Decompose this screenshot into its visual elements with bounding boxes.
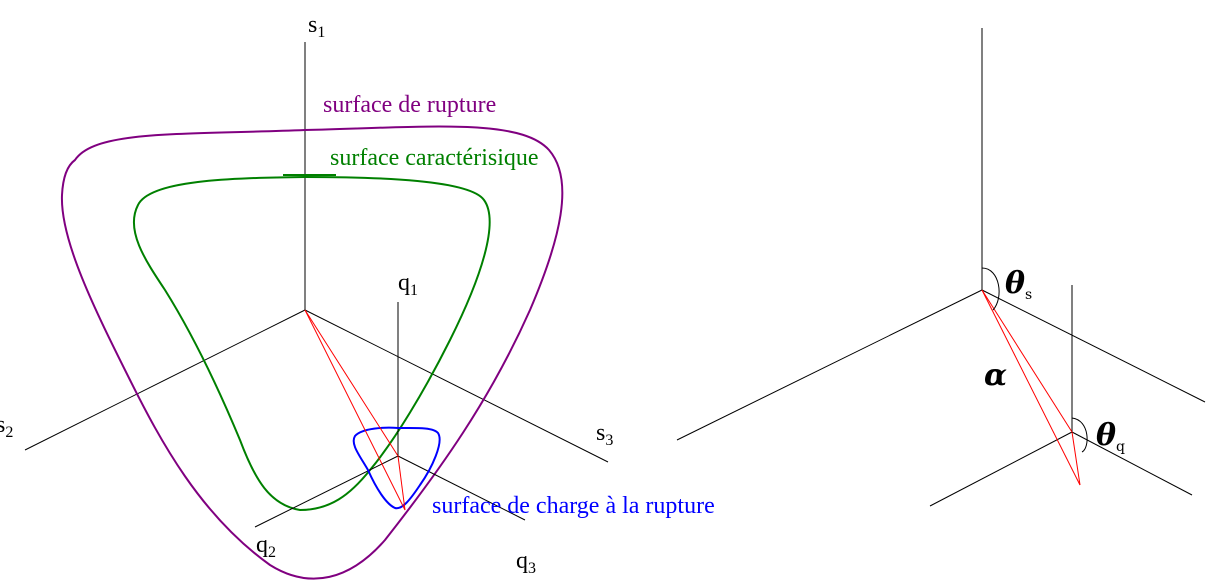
- s3-axis: [304, 309, 609, 463]
- right-right-axis-upper: [981, 289, 1206, 403]
- red-vector-line-1: [304, 309, 406, 511]
- s1-label: s1: [308, 12, 325, 41]
- q2-axis: [254, 455, 399, 528]
- alpha-label: α: [984, 358, 1007, 393]
- right-red-vector-line-3: [1071, 431, 1081, 486]
- s3-label: s3: [596, 420, 613, 449]
- characteristic-surface-curve: [132, 175, 491, 512]
- charge-surface-label: surface de charge à la rupture: [432, 493, 715, 519]
- right-right-axis-lower: [1071, 431, 1193, 496]
- s2-axis: [24, 309, 306, 451]
- red-vector-line-2: [304, 309, 399, 457]
- right-left-axis-upper: [676, 289, 983, 441]
- rupture-surface-label: surface de rupture: [323, 92, 496, 118]
- right-diagram: θs α θq: [676, 28, 1206, 507]
- q1-label: q1: [398, 270, 418, 299]
- q3-label: q3: [516, 548, 536, 577]
- theta-q-label: θq: [1096, 418, 1125, 455]
- theta-q-angle-arc: [1071, 417, 1088, 453]
- theta-s-angle-arc: [981, 267, 1000, 311]
- right-left-axis-lower: [929, 431, 1073, 507]
- theta-s-label: θs: [1005, 266, 1032, 303]
- q3-axis: [397, 455, 526, 521]
- charge-surface-curve: [352, 426, 441, 510]
- right-red-vector-line-2: [981, 289, 1073, 433]
- right-red-vector-line-1: [981, 289, 1081, 486]
- red-vector-line-3: [397, 455, 406, 511]
- left-diagram: s1 s2 s3 q1 q2 q3 surface de rupture sur…: [0, 12, 715, 580]
- characteristic-surface-label: surface caractérisique: [330, 145, 539, 171]
- q2-label: q2: [256, 532, 276, 561]
- rupture-surface-curve: [60, 125, 564, 580]
- s2-label: s2: [0, 412, 13, 441]
